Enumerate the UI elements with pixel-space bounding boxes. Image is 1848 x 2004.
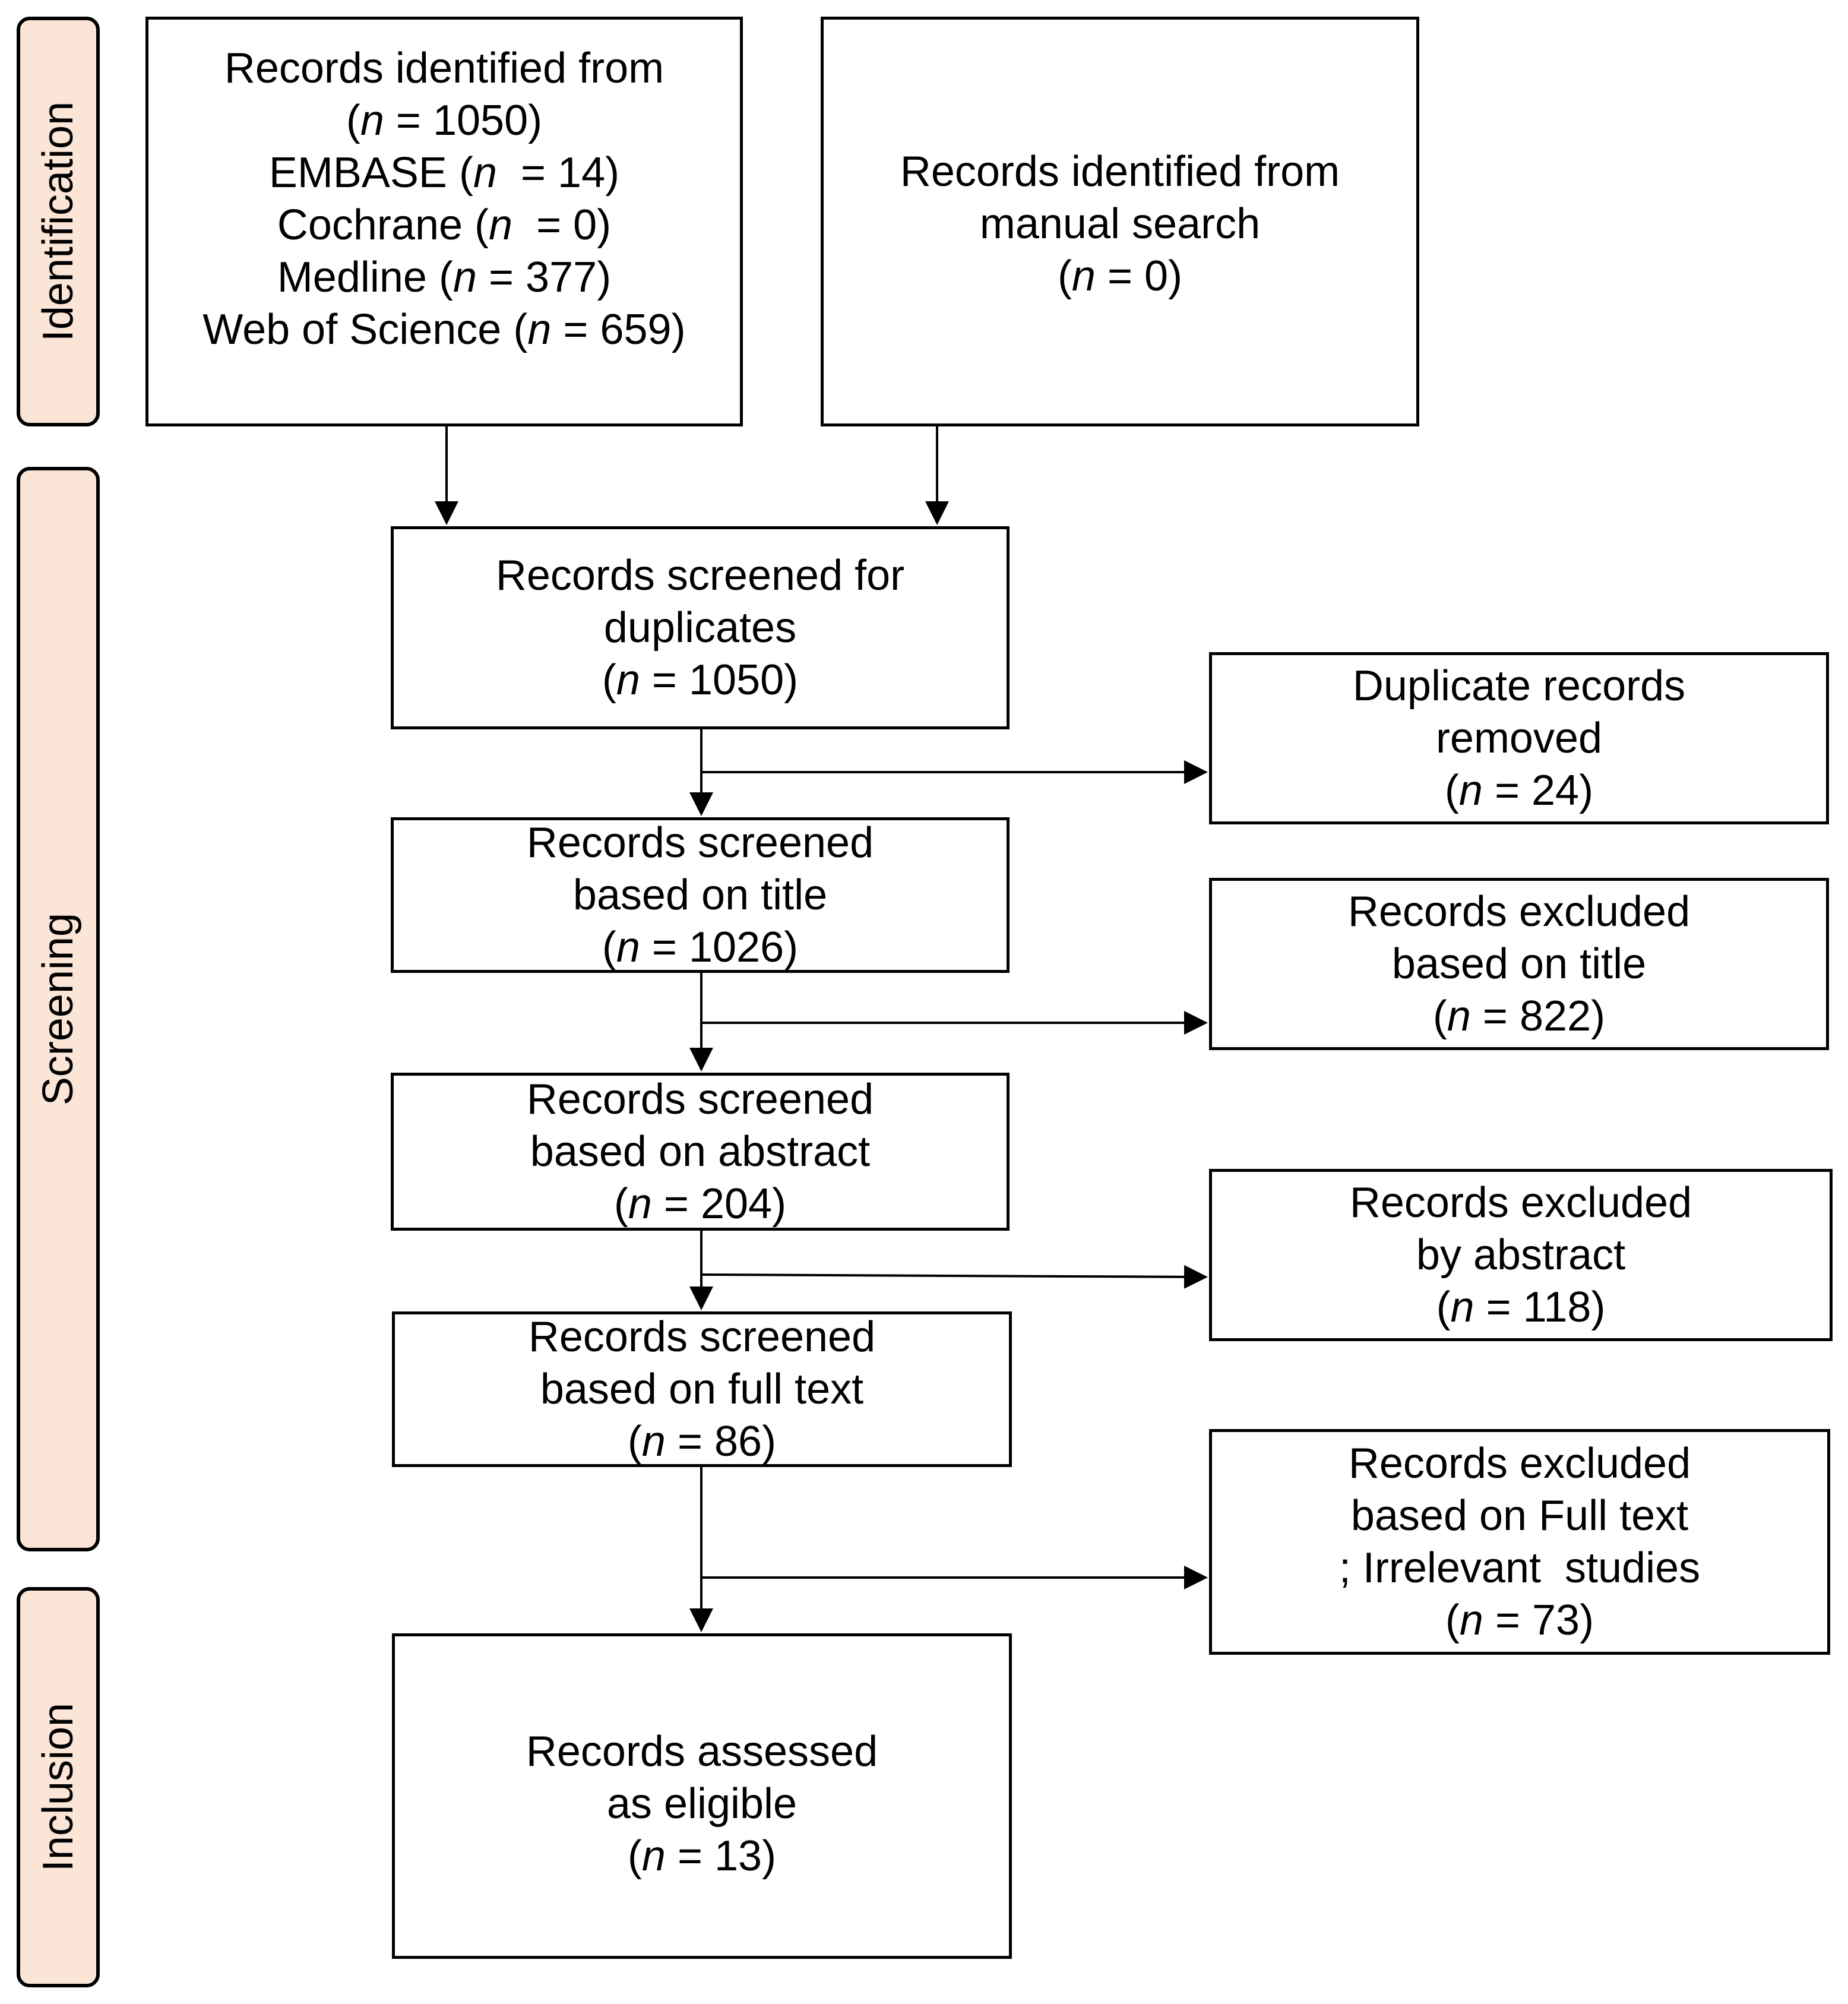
box-count: (n = 1050): [602, 656, 799, 704]
box-line: based on abstract: [530, 1128, 871, 1175]
box-line: Records excluded: [1347, 888, 1691, 935]
box-count: (n = 0): [1057, 252, 1183, 300]
box-count: (n = 24): [1444, 767, 1594, 814]
box-line: Records screened: [528, 1313, 876, 1361]
source-embase: EMBASE (n = 14): [268, 149, 620, 197]
box-excluded-abstract: Records excluded by abstract (n = 118): [1209, 1169, 1833, 1341]
source-medline: Medline (n = 377): [277, 254, 612, 301]
box-line: Records identified from: [900, 148, 1340, 195]
box-count: (n = 118): [1436, 1284, 1606, 1331]
box-records-screened-title: Records screened based on title (n = 102…: [391, 817, 1010, 973]
box-line: based on Full text: [1350, 1492, 1689, 1540]
phase-inclusion: Inclusion: [17, 1587, 100, 1987]
box-line: based on full text: [540, 1365, 864, 1413]
box-line: by abstract: [1416, 1231, 1626, 1279]
arrow-to-excluded-abstract: [701, 1265, 1208, 1289]
box-count: (n = 822): [1432, 992, 1606, 1040]
source-web-of-science: Web of Science (n = 659): [202, 306, 686, 353]
box-line: Records identified from: [224, 45, 664, 92]
box-count: (n = 1050): [346, 97, 543, 144]
box-records-identified-manual: Records identified from manual search (n…: [821, 17, 1419, 426]
box-line: Records screened: [526, 819, 874, 867]
box-line: duplicates: [603, 604, 797, 652]
box-line: Records assessed: [526, 1728, 878, 1775]
box-excluded-fulltext: Records excluded based on Full text ; Ir…: [1209, 1429, 1830, 1655]
phase-identification: Identification: [17, 17, 100, 426]
box-line: removed: [1435, 715, 1603, 762]
box-records-identified-databases: Records identified from (n = 1050) EMBAS…: [145, 17, 743, 426]
box-count: (n = 86): [627, 1418, 777, 1465]
box-records-screened-duplicates: Records screened for duplicates (n = 105…: [391, 526, 1010, 729]
source-cochrane: Cochrane (n = 0): [277, 201, 612, 249]
box-records-eligible: Records assessed as eligible (n = 13): [392, 1633, 1012, 1959]
phase-screening: Screening: [17, 467, 100, 1551]
box-line: Records screened: [526, 1076, 874, 1123]
box-duplicates-removed: Duplicate records removed (n = 24): [1209, 652, 1829, 824]
box-records-screened-abstract: Records screened based on abstract (n = …: [391, 1073, 1010, 1231]
box-line: based on title: [1391, 940, 1647, 988]
box-count: (n = 73): [1445, 1597, 1594, 1644]
box-line: manual search: [979, 200, 1261, 248]
box-line: Records screened for: [495, 552, 905, 599]
box-line: Records excluded: [1348, 1440, 1691, 1487]
box-count: (n = 204): [613, 1180, 787, 1228]
box-line: ; Irrelevant studies: [1338, 1544, 1701, 1592]
box-line: based on title: [572, 871, 828, 919]
box-count: (n = 1026): [602, 924, 799, 971]
box-count: (n = 13): [627, 1832, 777, 1880]
box-excluded-title: Records excluded based on title (n = 822…: [1209, 878, 1829, 1050]
box-line: Records excluded: [1349, 1179, 1692, 1227]
box-line: Duplicate records: [1352, 662, 1686, 710]
box-line: as eligible: [606, 1780, 798, 1828]
box-records-screened-fulltext: Records screened based on full text (n =…: [392, 1311, 1012, 1467]
